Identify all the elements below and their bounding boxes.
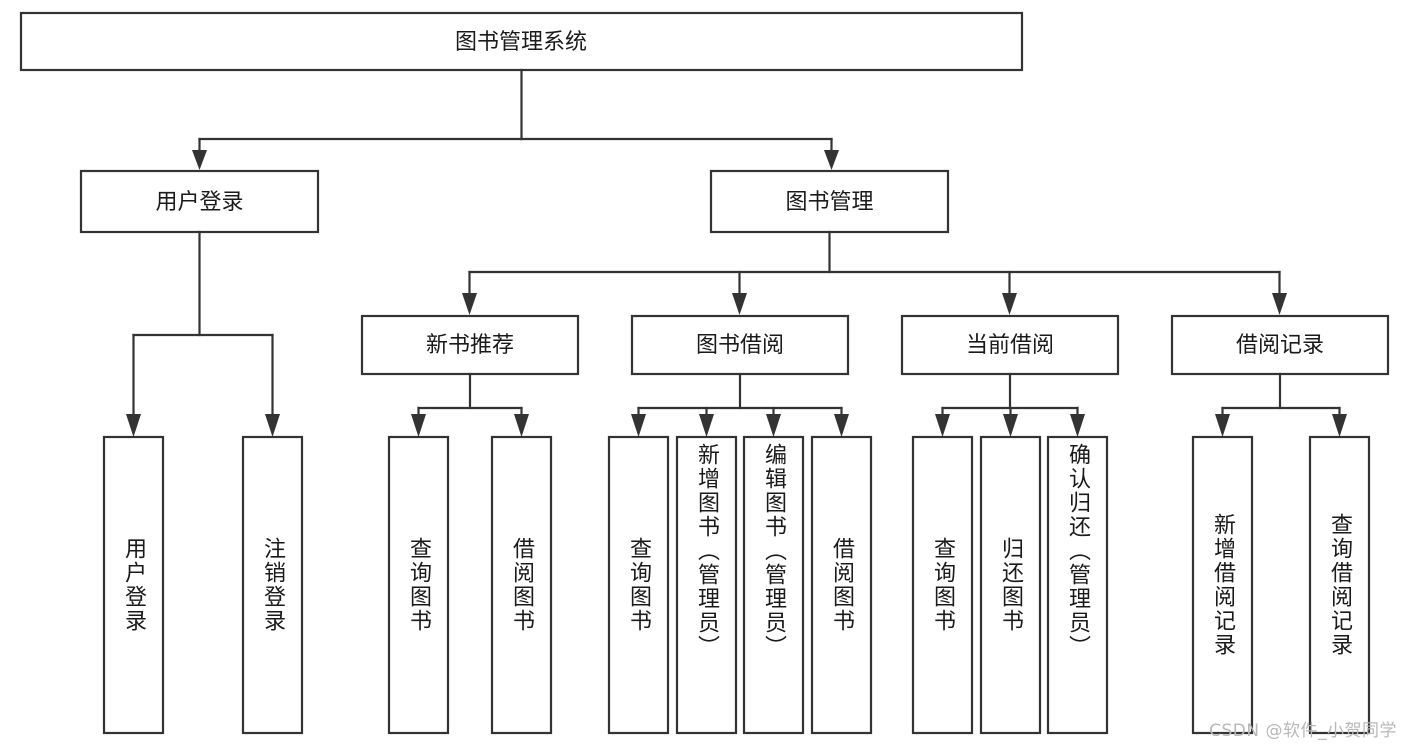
arrow-head-icon bbox=[514, 414, 529, 437]
edge-borrow-record-to-leaves bbox=[1215, 372, 1347, 437]
node-current-borrow-label: 当前借阅 bbox=[966, 333, 1054, 358]
leaf-box-query-book-1[interactable] bbox=[387, 435, 450, 735]
leaf-box-borrow-book-1[interactable] bbox=[490, 435, 553, 735]
node-root[interactable]: 图书管理系统 bbox=[19, 11, 1024, 72]
arrow-head-icon bbox=[192, 150, 207, 170]
arrow-head-icon bbox=[1272, 293, 1287, 315]
node-new-book-recommend-box[interactable] bbox=[360, 314, 580, 376]
leaf-box-add-book[interactable] bbox=[675, 435, 738, 735]
arrow-head-icon bbox=[1002, 293, 1017, 315]
edge-current-borrow-to-leaves bbox=[935, 372, 1085, 437]
node-root-box[interactable] bbox=[19, 11, 1024, 72]
leaf-box-logout[interactable] bbox=[241, 435, 304, 735]
leaf-box-query-book-2[interactable] bbox=[607, 435, 670, 735]
leaf-box-user-login[interactable] bbox=[102, 435, 165, 735]
arrow-head-icon bbox=[462, 293, 477, 315]
node-book-manage[interactable]: 图书管理 bbox=[709, 169, 950, 234]
edge-new-book-recommend-to-leaves bbox=[411, 372, 529, 437]
arrow-head-icon bbox=[834, 414, 849, 437]
arrow-head-icon bbox=[1070, 414, 1085, 437]
arrow-head-icon bbox=[265, 414, 280, 437]
edge-book-manage-to-level3 bbox=[462, 230, 1287, 315]
arrow-head-icon bbox=[126, 414, 141, 437]
edge-book-borrow-to-leaves bbox=[631, 372, 849, 437]
node-user-login-label: 用户登录 bbox=[155, 190, 243, 215]
edge-root-to-level2 bbox=[192, 68, 839, 170]
leaf-box-query-record[interactable] bbox=[1308, 435, 1371, 735]
arrow-head-icon bbox=[935, 414, 950, 437]
node-book-manage-label: 图书管理 bbox=[785, 190, 873, 215]
arrow-head-icon bbox=[411, 414, 426, 437]
node-root-label: 图书管理系统 bbox=[455, 30, 587, 55]
arrow-head-icon bbox=[824, 150, 839, 170]
edge-user-login-to-leaves bbox=[126, 230, 280, 437]
arrow-head-icon bbox=[699, 414, 714, 437]
node-user-login[interactable]: 用户登录 bbox=[79, 169, 320, 234]
leaf-box-return-book[interactable] bbox=[979, 435, 1042, 735]
arrow-head-icon bbox=[631, 414, 646, 437]
node-user-login-box[interactable] bbox=[79, 169, 320, 234]
leaf-box-confirm-return[interactable] bbox=[1046, 435, 1109, 735]
leaf-box-edit-book[interactable] bbox=[742, 435, 805, 735]
leaf-box-query-book-3[interactable] bbox=[911, 435, 974, 735]
node-current-borrow-box[interactable] bbox=[900, 314, 1120, 376]
arrow-head-icon bbox=[1215, 414, 1230, 437]
node-new-book-recommend-label: 新书推荐 bbox=[426, 333, 514, 358]
node-borrow-record[interactable]: 借阅记录 bbox=[1170, 314, 1390, 376]
node-current-borrow[interactable]: 当前借阅 bbox=[900, 314, 1120, 376]
csdn-watermark: CSDN @软件_小贺同学 bbox=[1209, 721, 1397, 741]
node-book-borrow-label: 图书借阅 bbox=[696, 333, 784, 358]
arrow-head-icon bbox=[1332, 414, 1347, 437]
arrow-head-icon bbox=[766, 414, 781, 437]
arrow-head-icon bbox=[1003, 414, 1018, 437]
leaf-box-borrow-book-2[interactable] bbox=[810, 435, 873, 735]
node-new-book-recommend[interactable]: 新书推荐 bbox=[360, 314, 580, 376]
node-borrow-record-label: 借阅记录 bbox=[1236, 333, 1324, 358]
node-book-borrow[interactable]: 图书借阅 bbox=[630, 314, 850, 376]
arrow-head-icon bbox=[732, 293, 747, 315]
leaf-box-add-record[interactable] bbox=[1191, 435, 1254, 735]
